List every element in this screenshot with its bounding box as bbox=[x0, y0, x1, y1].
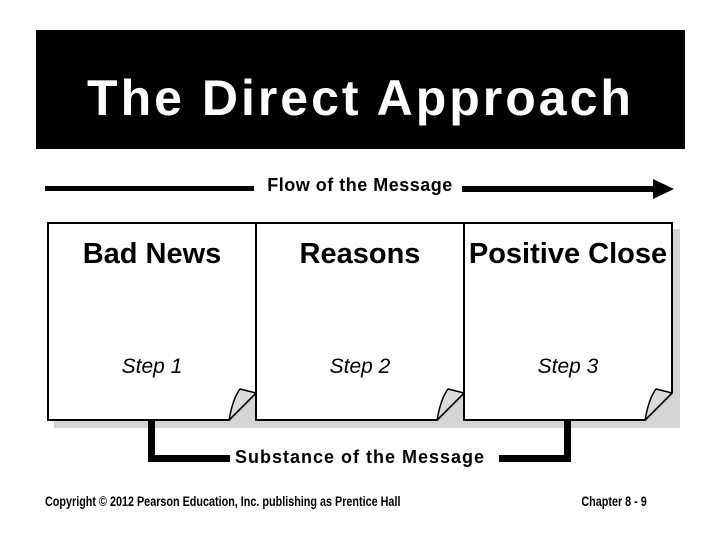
substance-label: Substance of the Message bbox=[234, 447, 486, 467]
flow-arrow-right-icon bbox=[653, 179, 674, 199]
flow-label: Flow of the Message bbox=[267, 175, 453, 195]
box-heading: Reasons bbox=[299, 238, 421, 270]
flow-line-right bbox=[462, 186, 654, 192]
box-step-label: Step 3 bbox=[537, 355, 599, 378]
folded-page-shape bbox=[255, 222, 465, 421]
box-step-label: Step 2 bbox=[329, 355, 391, 378]
bracket-line-left bbox=[148, 455, 230, 462]
step-box-reasons: Reasons Step 2 bbox=[255, 222, 465, 421]
flow-line-left bbox=[45, 186, 254, 191]
bracket-vertical-right bbox=[564, 419, 571, 462]
box-heading: Bad News bbox=[82, 238, 222, 270]
folded-page-shape bbox=[47, 222, 257, 421]
box-heading: Positive Close bbox=[468, 238, 668, 270]
footer-copyright-text: Copyright © 2012 Pearson Education, Inc.… bbox=[45, 494, 401, 509]
bracket-vertical-left bbox=[148, 419, 155, 462]
footer-copyright: Copyright © 2012 Pearson Education, Inc.… bbox=[45, 494, 489, 509]
box-step-label: Step 1 bbox=[121, 355, 183, 378]
footer-chapter-text: Chapter 8 - 9 bbox=[581, 494, 647, 509]
bracket-line-right bbox=[499, 455, 571, 462]
step-box-bad-news: Bad News Step 1 bbox=[47, 222, 257, 421]
slide-title: The Direct Approach bbox=[87, 69, 634, 126]
title-banner: The Direct Approach bbox=[36, 30, 685, 149]
step-box-positive-close: Positive Close Step 3 bbox=[463, 222, 673, 421]
folded-page-shape bbox=[463, 222, 673, 421]
footer-chapter: Chapter 8 - 9 bbox=[565, 494, 647, 509]
